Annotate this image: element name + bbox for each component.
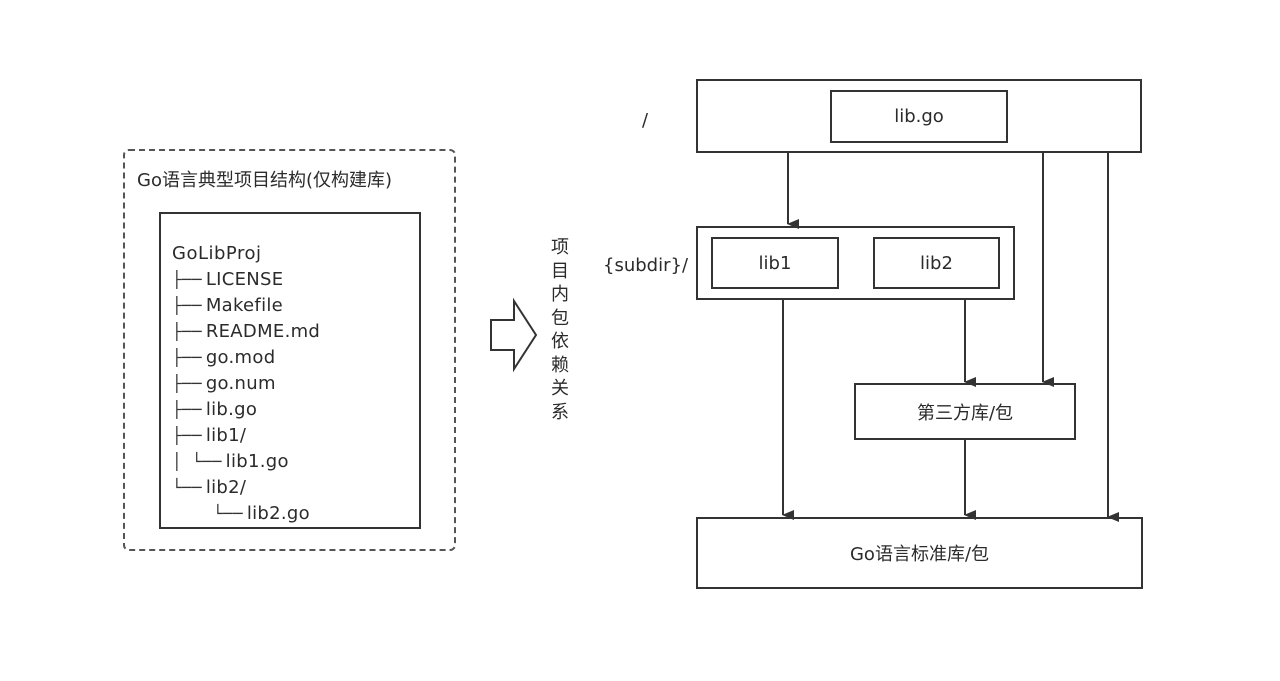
subdir-label: {subdir}/ (603, 255, 689, 276)
tree-branch: ├── (172, 426, 202, 445)
tree-entry: └──lib2.go (213, 503, 310, 524)
tree-branch: ├── (172, 374, 202, 393)
tree-entry: ├──LICENSE (172, 269, 283, 290)
tree-branch: ├── (172, 296, 202, 315)
subdir-package-box (696, 226, 1015, 300)
tree-entry: │ └──lib1.go (172, 451, 289, 472)
tree-branch: ├── (172, 322, 202, 341)
tree-entry: ├──go.mod (172, 347, 275, 368)
stdlib-box: Go语言标准库/包 (696, 517, 1143, 589)
tree-branch: ├── (172, 348, 202, 367)
tree-branch: └── (172, 478, 202, 497)
tree-entry-name: go.num (205, 373, 276, 394)
tree-entry: ├──go.num (172, 373, 276, 394)
tree-branch: └── (213, 504, 243, 523)
right-arrow-icon (490, 297, 538, 373)
tree-entry-name: go.mod (205, 347, 276, 368)
lib2-box: lib2 (873, 237, 1000, 289)
tree-branch: │ └── (172, 452, 222, 471)
lib1-box: lib1 (711, 237, 839, 289)
third-party-box: 第三方库/包 (854, 383, 1076, 440)
root-package-box (696, 79, 1142, 153)
tree-entry-name: lib1.go (225, 451, 289, 472)
lib-go-box: lib.go (830, 90, 1008, 143)
tree-branch: ├── (172, 270, 202, 289)
tree-entry: └──lib2/ (172, 477, 246, 498)
panel-title: Go语言典型项目结构(仅构建库) (137, 170, 393, 191)
tree-entry-name: README.md (205, 321, 321, 342)
tree-entry-name: LICENSE (205, 269, 284, 290)
tree-entry-name: lib.go (205, 399, 258, 420)
tree-entry: ├──README.md (172, 321, 320, 342)
tree-entry-name: Makefile (205, 295, 284, 316)
tree-entry: ├──Makefile (172, 295, 283, 316)
tree-entry-name: lib2.go (246, 503, 310, 524)
tree-entry-name: lib2/ (205, 477, 247, 498)
tree-entry-name: lib1/ (205, 425, 247, 446)
tree-entry: ├──lib1/ (172, 425, 246, 446)
dependency-label: 项目内包依赖关系 (551, 237, 569, 423)
tree-root: GoLibProj (172, 243, 262, 264)
tree-branch: ├── (172, 400, 202, 419)
root-dir-label: / (642, 110, 649, 131)
project-structure-panel (123, 149, 456, 551)
tree-entry: ├──lib.go (172, 399, 257, 420)
file-tree-box (159, 212, 421, 529)
